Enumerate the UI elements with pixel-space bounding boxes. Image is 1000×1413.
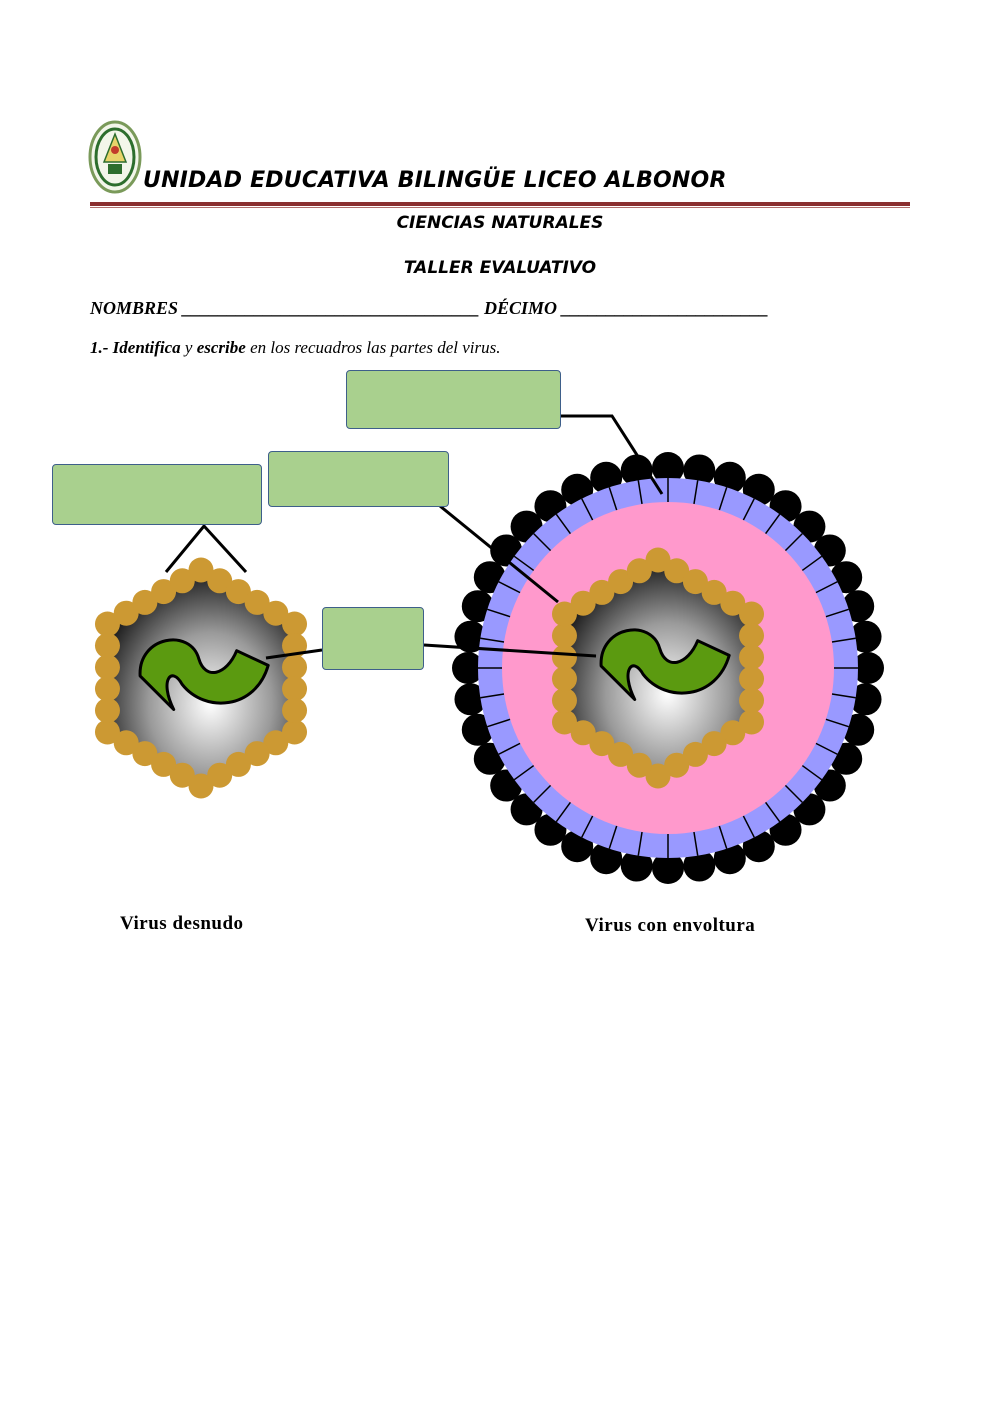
grade-blank[interactable]: _______________________ <box>562 298 769 318</box>
names-blank[interactable]: _________________________________ <box>183 298 480 318</box>
capsomere <box>95 698 120 723</box>
capsomere <box>739 688 764 713</box>
question-number: 1.- <box>90 338 108 357</box>
enveloped-virus <box>452 452 884 884</box>
capsomere <box>739 602 764 627</box>
capsomere <box>552 666 577 691</box>
naked-virus <box>95 558 307 799</box>
answer-box-envelope[interactable] <box>346 370 561 429</box>
capsomere <box>552 710 577 735</box>
school-name: UNIDAD EDUCATIVA BILINGÜE LICEO ALBONOR <box>143 168 727 193</box>
header-divider-thin <box>90 207 910 208</box>
capsomere <box>552 688 577 713</box>
capsomere <box>739 666 764 691</box>
question-rest: en los recuadros las partes del virus. <box>250 338 500 357</box>
caption-enveloped-virus: Virus con envoltura <box>585 915 755 937</box>
workshop-title: TALLER EVALUATIVO <box>0 258 1000 278</box>
question-connector: y <box>185 338 193 357</box>
answer-box-capsid-naked[interactable] <box>52 464 262 525</box>
capsomere <box>95 676 120 701</box>
capsomere <box>282 612 307 637</box>
capsomere <box>282 655 307 680</box>
grade-label: DÉCIMO <box>484 298 557 318</box>
question-verb-write: escribe <box>197 338 246 357</box>
capsomere <box>282 698 307 723</box>
header-divider <box>90 202 910 206</box>
caption-naked-virus: Virus desnudo <box>120 913 244 935</box>
capsomere <box>552 645 577 670</box>
answer-box-capsid-enveloped[interactable] <box>268 451 449 507</box>
capsomere <box>552 623 577 648</box>
question-instruction: 1.- Identifica y escribe en los recuadro… <box>90 338 500 358</box>
capsomere <box>95 655 120 680</box>
student-info-line: NOMBRES ________________________________… <box>90 298 769 319</box>
virus-diagram <box>0 360 1000 920</box>
subject-title: CIENCIAS NATURALES <box>0 213 1000 233</box>
capsomere <box>282 676 307 701</box>
names-label: NOMBRES <box>90 298 178 318</box>
capsomere <box>95 720 120 745</box>
school-logo <box>88 120 142 194</box>
question-verb-identify: Identifica <box>113 338 181 357</box>
answer-box-genome[interactable] <box>322 607 424 670</box>
capsomere <box>95 633 120 658</box>
capsomere <box>739 645 764 670</box>
capsomere <box>739 623 764 648</box>
